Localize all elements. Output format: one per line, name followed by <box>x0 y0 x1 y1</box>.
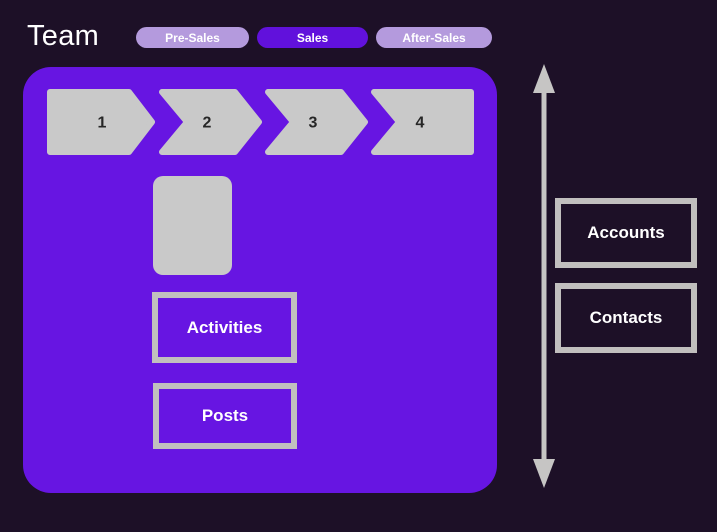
tab-sales[interactable]: Sales <box>257 27 368 48</box>
posts-node[interactable]: Posts <box>153 383 297 449</box>
activities-node[interactable]: Activities <box>152 292 297 363</box>
posts-label: Posts <box>201 406 249 425</box>
stage-1-arrow-shape <box>47 89 155 155</box>
stage-2-label: 2 <box>203 115 212 132</box>
activities-label: Activities <box>186 317 263 337</box>
tab-bar: Pre-Sales Sales After-Sales <box>136 27 492 48</box>
stage-4-arrow-shape <box>371 89 474 155</box>
stage-3-arrow-shape <box>265 89 368 155</box>
stage-3-label: 3 <box>309 115 318 132</box>
sales-panel: 1 2 3 4 Activities Posts <box>23 67 497 493</box>
vertical-double-arrow-icon <box>533 64 555 488</box>
tab-after-sales[interactable]: After-Sales <box>376 27 492 48</box>
stage-4-label: 4 <box>416 115 425 132</box>
contacts-node[interactable]: Contacts <box>555 283 697 353</box>
stage-flow: 1 2 3 4 <box>47 89 474 155</box>
accounts-label: Accounts <box>587 223 665 242</box>
placeholder-card <box>153 176 232 275</box>
stage-1-label: 1 <box>98 115 107 132</box>
page-title: Team <box>27 20 100 52</box>
accounts-node[interactable]: Accounts <box>555 198 697 268</box>
stage-2-arrow-shape <box>159 89 262 155</box>
contacts-label: Contacts <box>589 308 663 327</box>
tab-pre-sales[interactable]: Pre-Sales <box>136 27 249 48</box>
